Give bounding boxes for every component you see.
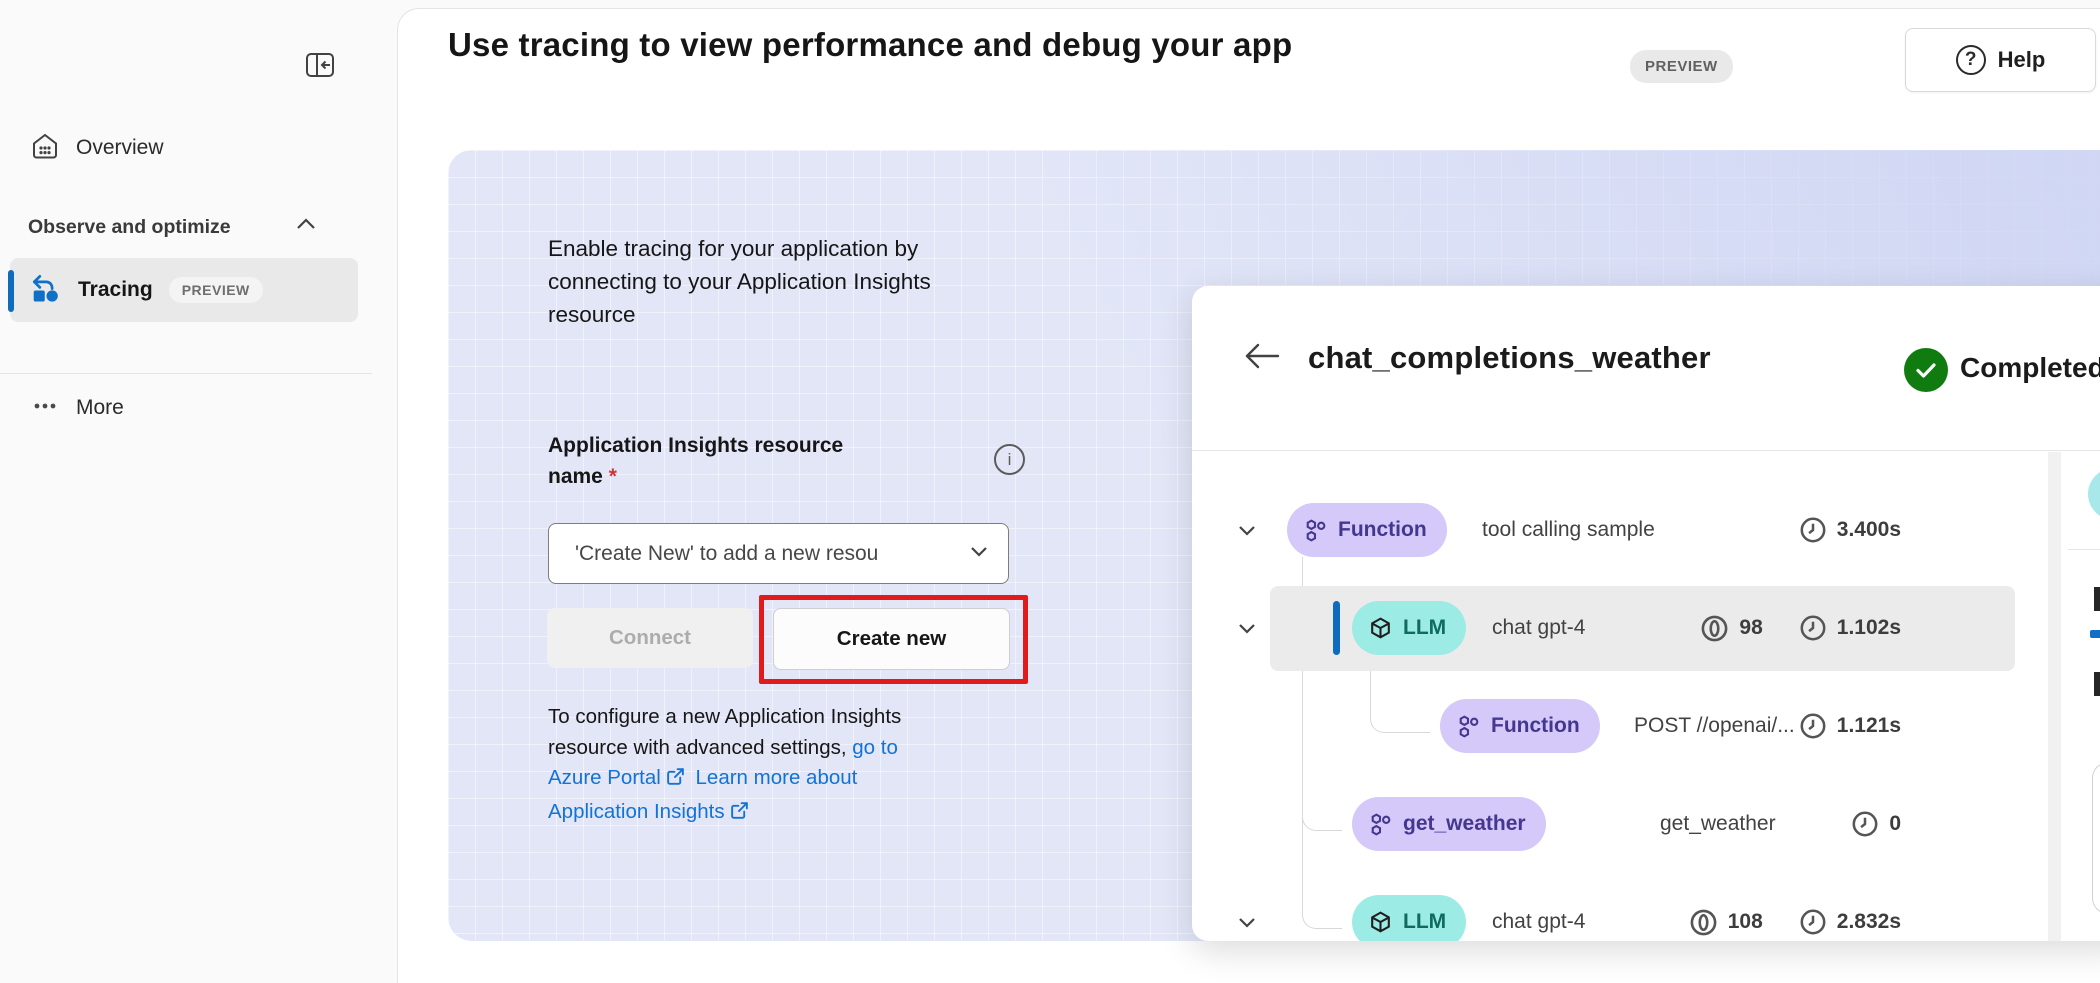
function-icon [1459, 714, 1479, 738]
sidebar-item-overview[interactable]: Overview [10, 122, 358, 174]
duration-value: 1.121s [1836, 714, 1901, 737]
detail-panel-divider [2068, 549, 2100, 550]
tree-connector [1370, 655, 1430, 733]
llm-cube-icon [1371, 910, 1390, 933]
span-type-pill: Function [1440, 699, 1600, 753]
function-icon [1306, 518, 1326, 542]
azure-portal-link[interactable]: go to Azure Portal [548, 735, 898, 790]
home-icon [30, 131, 60, 166]
resource-name-dropdown[interactable]: 'Create New' to add a new resou [548, 523, 1009, 584]
info-icon[interactable]: i [994, 444, 1025, 475]
selected-indicator-bar [8, 270, 14, 312]
sidebar-item-label: Overview [76, 136, 164, 159]
help-question-icon: ? [1955, 45, 1986, 75]
trace-row[interactable]: LLM chat gpt-4 108 2.832s [1192, 890, 2048, 941]
span-type-pill: LLM [1352, 601, 1467, 655]
collapse-panel-icon [303, 48, 337, 87]
duration-value: 1.102s [1836, 616, 1901, 639]
function-icon [1371, 812, 1391, 836]
trace-row[interactable]: get_weather get_weather 0 [1192, 792, 2048, 856]
sidebar-section-observe[interactable]: Observe and optimize [28, 212, 358, 243]
resource-name-label: Application Insights resource name * [548, 434, 844, 488]
dropdown-selected-value: 'Create New' to add a new resou [575, 541, 879, 565]
llm-cube-icon [1371, 616, 1390, 639]
token-count: 108 [1727, 910, 1763, 933]
detail-panel-box-fragment [2092, 762, 2100, 914]
detail-text-fragment [2094, 587, 2100, 611]
trace-row[interactable]: Function POST //openai/... 1.121s [1192, 694, 2048, 758]
sidebar-divider [0, 373, 372, 374]
detail-panel-avatar-fragment [2088, 468, 2100, 520]
span-name: POST //openai/... [1634, 714, 1795, 737]
duration-value: 2.832s [1836, 910, 1901, 933]
chevron-down-icon [966, 538, 992, 569]
duration-value: 3.400s [1836, 518, 1901, 541]
clock-icon [1800, 909, 1826, 935]
span-type-pill: LLM [1352, 895, 1467, 941]
sidebar-item-tracing[interactable]: Tracing PREVIEW [10, 258, 358, 322]
trace-detail-card: chat_completions_weather Completed Funct… [1192, 286, 2100, 941]
span-name: tool calling sample [1482, 518, 1655, 541]
chevron-down-icon[interactable] [1234, 615, 1260, 641]
clock-icon [1800, 615, 1826, 641]
status-badge: Completed [1960, 352, 2100, 383]
external-link-icon [665, 766, 686, 797]
back-arrow-button[interactable] [1240, 336, 1284, 376]
more-ellipsis-icon [30, 391, 60, 426]
span-type-pill: Function [1287, 503, 1447, 557]
create-new-button[interactable]: Create new [773, 608, 1010, 670]
status-check-icon [1904, 348, 1948, 392]
tracing-preview-badge: PREVIEW [168, 277, 263, 303]
tree-connector [1302, 884, 1342, 929]
sidebar-item-label: More [76, 396, 124, 419]
selected-row-indicator-bar [1333, 601, 1340, 655]
page-preview-badge: PREVIEW [1630, 50, 1733, 83]
span-name: chat gpt-4 [1492, 910, 1586, 933]
chevron-down-icon[interactable] [1234, 517, 1260, 543]
learn-more-link[interactable]: Learn more about Application Insights [548, 766, 858, 823]
section-label: Observe and optimize [28, 216, 231, 238]
help-button[interactable]: ? Help [1905, 28, 2096, 92]
detail-link-fragment [2090, 630, 2100, 638]
tree-connector [1302, 786, 1342, 831]
sidebar-item-label: Tracing [78, 278, 153, 301]
tokens-icon [1690, 909, 1717, 935]
sidebar-collapse-button[interactable] [301, 48, 339, 86]
required-asterisk: * [608, 465, 617, 488]
connect-button[interactable]: Connect [547, 608, 753, 668]
clock-icon [1800, 713, 1826, 739]
trace-row[interactable]: Function tool calling sample 3.400s [1192, 498, 2048, 562]
sidebar-item-more[interactable]: More [10, 382, 358, 434]
duration-value: 0 [1889, 812, 1901, 835]
span-name: chat gpt-4 [1492, 616, 1586, 639]
tracing-icon [30, 272, 62, 309]
help-button-label: Help [1997, 47, 2046, 72]
card-divider [1192, 450, 2100, 451]
trace-row-selected[interactable]: LLM chat gpt-4 98 1.102s [1192, 596, 2048, 660]
span-type-pill: get_weather [1352, 797, 1546, 851]
clock-icon [1800, 517, 1826, 543]
external-link-icon [729, 800, 750, 831]
vertical-scrollbar[interactable] [2048, 452, 2061, 941]
trace-title: chat_completions_weather [1308, 340, 1711, 375]
span-name: get_weather [1660, 812, 1776, 835]
setup-intro-text: Enable tracing for your application by c… [548, 236, 931, 327]
chevron-up-icon [293, 212, 319, 243]
detail-text-fragment [2094, 672, 2100, 696]
tree-connector [1302, 557, 1303, 902]
token-count: 98 [1739, 616, 1763, 639]
page-title: Use tracing to view performance and debu… [448, 26, 1293, 63]
setup-footer-text: To configure a new Application Insights … [548, 702, 906, 830]
tokens-icon [1702, 615, 1728, 641]
chevron-down-icon[interactable] [1234, 909, 1260, 935]
clock-icon [1852, 811, 1878, 837]
